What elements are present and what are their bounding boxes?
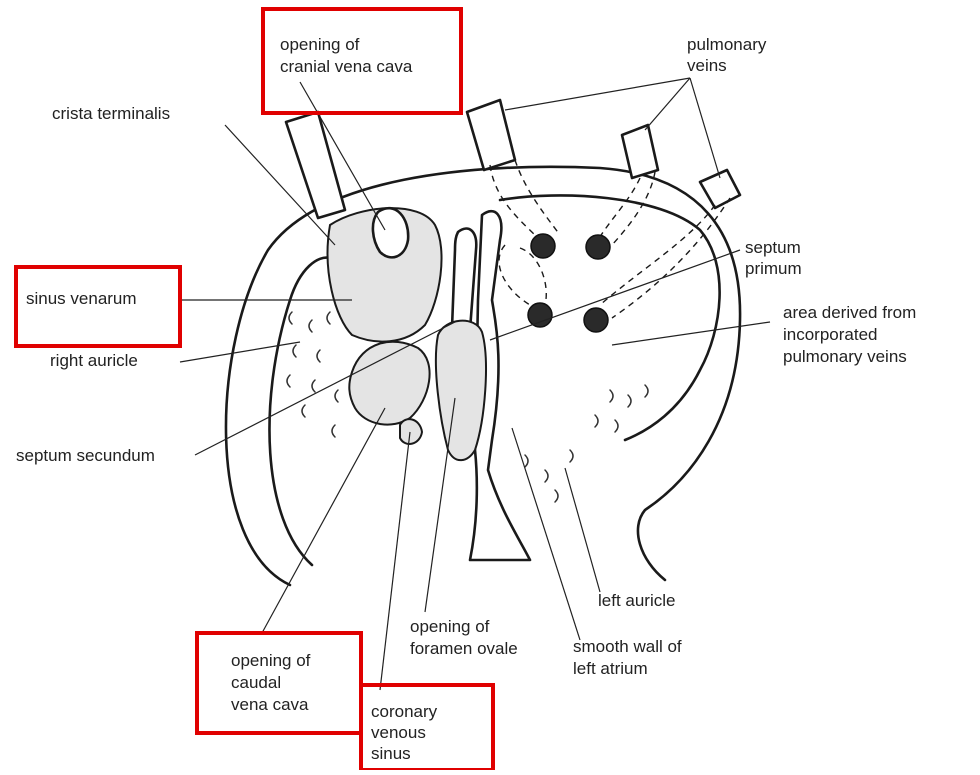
- ridge-tick: [570, 450, 573, 462]
- leader-left-auricle: [565, 468, 600, 592]
- ridge-tick: [555, 490, 558, 502]
- leader-coronary-sinus: [380, 432, 410, 690]
- ridge-tick: [327, 312, 330, 324]
- label-line: opening of: [231, 651, 311, 670]
- coronary-sinus-opening: [400, 419, 422, 444]
- label-line: left atrium: [573, 659, 648, 678]
- label-line: foramen ovale: [410, 639, 518, 658]
- label-line: left auricle: [598, 591, 675, 610]
- label-right-auricle: right auricle: [50, 351, 138, 370]
- label-line: vena cava: [231, 695, 309, 714]
- label-line: smooth wall of: [573, 637, 682, 656]
- label-line: coronary: [371, 702, 438, 721]
- ridge-tick: [309, 320, 312, 332]
- caudal-vena-cava-opening: [349, 342, 429, 425]
- label-line: area derived from: [783, 303, 916, 322]
- ridge-tick: [595, 415, 598, 427]
- label-crista-terminalis: crista terminalis: [52, 104, 170, 123]
- right-atrium-inner: [269, 258, 330, 565]
- label-sinus-venarum: sinus venarum: [26, 289, 137, 308]
- pulmonary-vein-stub-1: [467, 100, 515, 170]
- pulmonary-vein-opening-3: [528, 303, 552, 327]
- label-line: pulmonary veins: [783, 347, 907, 366]
- left-auricle-ridges: [525, 385, 648, 502]
- label-line: septum secundum: [16, 446, 155, 465]
- leader-septum-primum: [490, 250, 740, 340]
- leader-pulmonary-veins-a: [505, 78, 690, 110]
- label-line: veins: [687, 56, 727, 75]
- leader-pulmonary-veins-c: [690, 78, 720, 178]
- label-septum-secundum: septum secundum: [16, 446, 155, 465]
- ridge-tick: [610, 390, 613, 402]
- cranial-vena-cava-vessel: [286, 112, 345, 218]
- label-line: opening of: [280, 35, 360, 54]
- pulmonary-vein-opening-1: [531, 234, 555, 258]
- label-line: cranial vena cava: [280, 57, 413, 76]
- label-left-auricle: left auricle: [598, 591, 675, 610]
- pulmonary-vein-opening-2: [586, 235, 610, 259]
- leader-pulmonary-veins-b: [645, 78, 690, 130]
- ridge-tick: [628, 395, 631, 407]
- leader-area-derived: [612, 322, 770, 345]
- dashed-track: [612, 198, 730, 318]
- label-cranial-vena-cava: opening of cranial vena cava: [280, 35, 413, 76]
- leader-smooth-wall: [512, 428, 580, 640]
- heart-drawing: [226, 100, 740, 585]
- ridge-tick: [287, 375, 290, 387]
- label-line: caudal: [231, 673, 281, 692]
- label-line: crista terminalis: [52, 104, 170, 123]
- label-line: opening of: [410, 617, 490, 636]
- ridge-tick: [332, 425, 335, 437]
- label-line: venous: [371, 723, 426, 742]
- label-line: primum: [745, 259, 802, 278]
- ridge-tick: [317, 350, 320, 362]
- label-line: septum: [745, 238, 801, 257]
- label-area-derived: area derived from incorporated pulmonary…: [783, 303, 921, 366]
- pulmonary-vein-stub-2: [622, 125, 658, 178]
- ridge-tick: [615, 420, 618, 432]
- label-line: pulmonary: [687, 35, 767, 54]
- label-septum-primum: septum primum: [745, 238, 805, 278]
- label-caudal-vena-cava: opening of caudal vena cava: [231, 651, 315, 714]
- dashed-track: [499, 245, 530, 305]
- ridge-tick: [645, 385, 648, 397]
- right-auricle-ridges: [287, 312, 338, 437]
- foramen-ovale-opening: [436, 321, 486, 461]
- ridge-tick: [545, 470, 548, 482]
- ridge-tick: [289, 312, 292, 324]
- ridge-tick: [293, 345, 296, 357]
- leader-caudal-vena-cava: [262, 408, 385, 633]
- label-line: sinus: [371, 744, 411, 763]
- ridge-tick: [525, 455, 528, 467]
- label-foramen-ovale: opening of foramen ovale: [410, 617, 518, 658]
- ridge-tick: [335, 390, 338, 402]
- cranial-vena-cava-opening: [373, 208, 408, 257]
- label-line: right auricle: [50, 351, 138, 370]
- pulmonary-vein-stub-3: [700, 170, 740, 208]
- label-smooth-wall: smooth wall of left atrium: [573, 637, 686, 678]
- label-coronary-sinus: coronary venous sinus: [371, 702, 442, 763]
- label-pulmonary-veins: pulmonary veins: [687, 35, 771, 75]
- ridge-tick: [302, 405, 305, 417]
- ridge-tick: [312, 380, 315, 392]
- label-line: incorporated: [783, 325, 878, 344]
- leader-foramen-ovale: [425, 398, 455, 612]
- dashed-track: [598, 178, 640, 240]
- dashed-track: [612, 172, 655, 245]
- dashed-track: [600, 205, 715, 305]
- pulmonary-vein-opening-4: [584, 308, 608, 332]
- label-line: sinus venarum: [26, 289, 137, 308]
- leader-right-auricle: [180, 342, 300, 362]
